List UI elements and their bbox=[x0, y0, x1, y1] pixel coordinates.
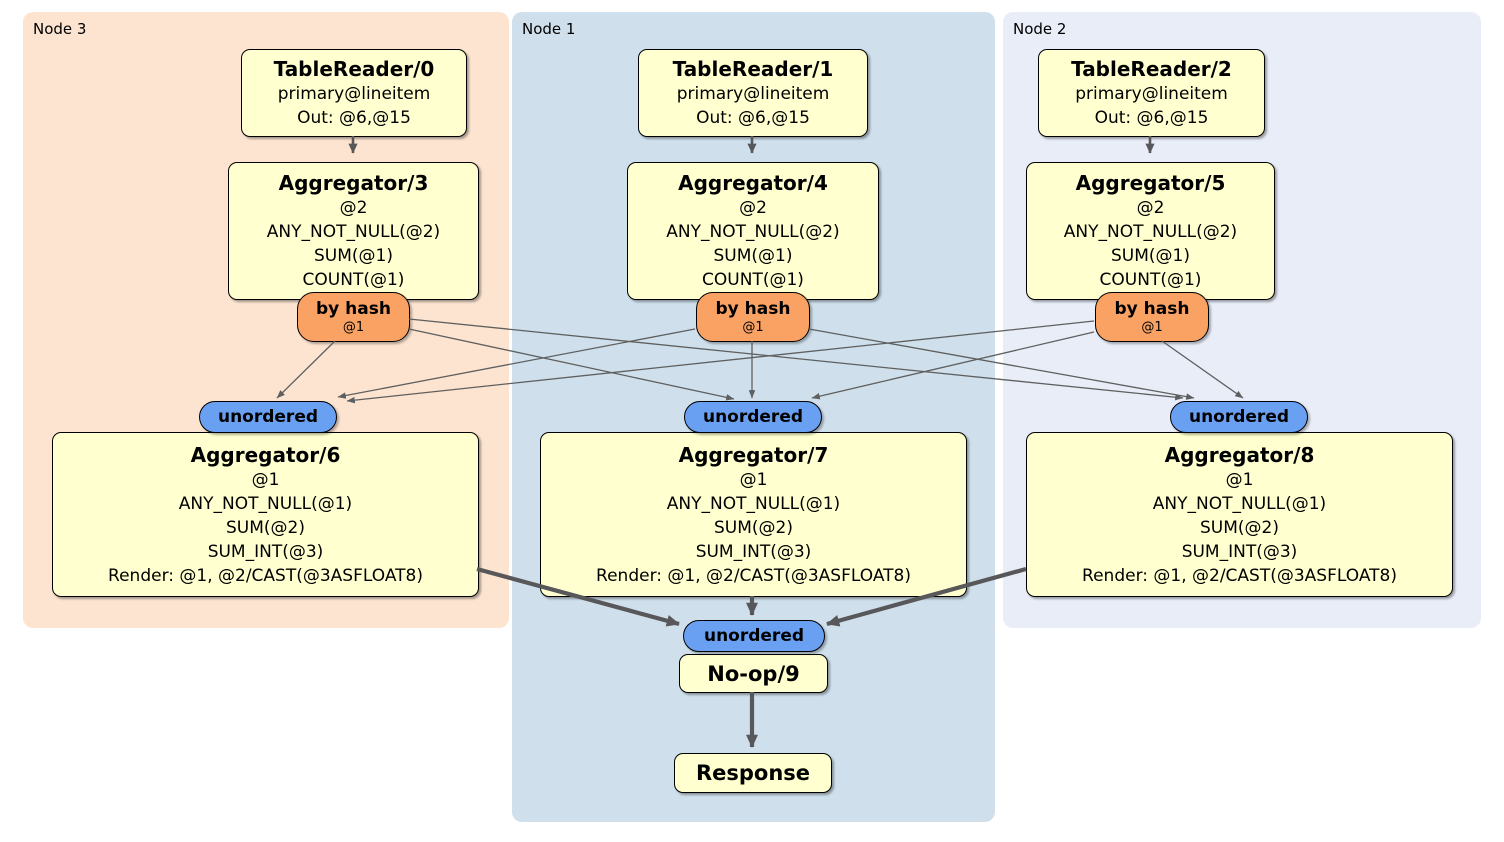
sync-label: unordered bbox=[703, 626, 805, 646]
sync-unordered-6: unordered bbox=[199, 401, 337, 433]
processor-detail: SUM_INT(@3) bbox=[695, 541, 812, 562]
router-label: by hash bbox=[316, 298, 391, 319]
processor-detail: SUM(@1) bbox=[1111, 246, 1190, 266]
processor-detail: ANY_NOT_NULL(@2) bbox=[1063, 222, 1238, 242]
processor-detail: SUM(@2) bbox=[1200, 517, 1279, 538]
processor-detail: COUNT(@1) bbox=[302, 270, 405, 290]
processor-detail: Out: @6,@15 bbox=[696, 108, 810, 128]
processor-detail: Render: @1, @2/CAST(@3ASFLOAT8) bbox=[1082, 565, 1397, 586]
processor-detail: SUM(@1) bbox=[713, 246, 793, 266]
router-by-hash-5: by hash @1 bbox=[1095, 292, 1209, 342]
processor-aggregator-3: Aggregator/3 @2 ANY_NOT_NULL(@2) SUM(@1)… bbox=[228, 162, 479, 300]
processor-detail: @1 bbox=[1225, 469, 1254, 490]
processor-title: Aggregator/7 bbox=[678, 442, 829, 467]
router-detail: @1 bbox=[742, 319, 764, 335]
sync-unordered-7: unordered bbox=[684, 401, 822, 433]
sync-unordered-9: unordered bbox=[683, 620, 825, 652]
region-node-2-label: Node 2 bbox=[1013, 20, 1067, 38]
processor-detail: COUNT(@1) bbox=[702, 270, 804, 290]
processor-detail: primary@lineitem bbox=[277, 84, 431, 104]
processor-title: Aggregator/4 bbox=[678, 171, 828, 195]
router-detail: @1 bbox=[342, 319, 365, 335]
processor-aggregator-4: Aggregator/4 @2 ANY_NOT_NULL(@2) SUM(@1)… bbox=[627, 162, 879, 300]
processor-detail: primary@lineitem bbox=[676, 84, 830, 104]
processor-title: Aggregator/3 bbox=[278, 171, 429, 195]
processor-title: No-op/9 bbox=[707, 661, 800, 686]
processor-detail: SUM_INT(@3) bbox=[1181, 541, 1298, 562]
processor-noop-9: No-op/9 bbox=[679, 654, 828, 693]
processor-title: Aggregator/8 bbox=[1164, 442, 1315, 467]
processor-aggregator-8: Aggregator/8 @1 ANY_NOT_NULL(@1) SUM(@2)… bbox=[1026, 432, 1453, 597]
processor-detail: SUM(@1) bbox=[314, 246, 393, 266]
router-label: by hash bbox=[1114, 298, 1190, 319]
processor-detail: @1 bbox=[739, 469, 768, 490]
processor-title: TableReader/1 bbox=[672, 57, 834, 81]
processor-detail: primary@lineitem bbox=[1075, 84, 1228, 104]
processor-detail: @1 bbox=[251, 469, 280, 490]
processor-detail: ANY_NOT_NULL(@1) bbox=[178, 493, 353, 514]
processor-detail: Out: @6,@15 bbox=[1094, 108, 1209, 128]
processor-detail: @2 bbox=[339, 198, 368, 218]
processor-title: Aggregator/6 bbox=[190, 442, 341, 467]
router-by-hash-3: by hash @1 bbox=[297, 292, 410, 342]
region-node-3-label: Node 3 bbox=[33, 20, 87, 38]
sync-label: unordered bbox=[702, 407, 804, 427]
router-by-hash-4: by hash @1 bbox=[696, 292, 810, 342]
processor-detail: Render: @1, @2/CAST(@3ASFLOAT8) bbox=[596, 565, 911, 586]
processor-detail: COUNT(@1) bbox=[1099, 270, 1202, 290]
processor-detail: SUM(@2) bbox=[714, 517, 793, 538]
router-detail: @1 bbox=[1141, 319, 1163, 335]
processor-title: TableReader/2 bbox=[1071, 57, 1232, 81]
processor-detail: @2 bbox=[739, 198, 767, 218]
processor-detail: @2 bbox=[1136, 198, 1165, 218]
sync-label: unordered bbox=[1188, 407, 1290, 427]
processor-detail: ANY_NOT_NULL(@2) bbox=[266, 222, 441, 242]
sync-label: unordered bbox=[217, 407, 319, 427]
processor-tablereader-2: TableReader/2 primary@lineitem Out: @6,@… bbox=[1038, 49, 1265, 137]
processor-detail: Render: @1, @2/CAST(@3ASFLOAT8) bbox=[108, 565, 423, 586]
processor-title: Response bbox=[695, 761, 811, 785]
region-node-1-label: Node 1 bbox=[522, 20, 576, 38]
processor-tablereader-1: TableReader/1 primary@lineitem Out: @6,@… bbox=[638, 49, 868, 137]
processor-detail: ANY_NOT_NULL(@2) bbox=[666, 222, 840, 242]
router-label: by hash bbox=[715, 298, 791, 319]
processor-detail: ANY_NOT_NULL(@1) bbox=[1152, 493, 1327, 514]
processor-detail: Out: @6,@15 bbox=[297, 108, 411, 128]
processor-tablereader-0: TableReader/0 primary@lineitem Out: @6,@… bbox=[241, 49, 467, 137]
processor-title: Aggregator/5 bbox=[1075, 171, 1226, 195]
processor-detail: ANY_NOT_NULL(@1) bbox=[666, 493, 841, 514]
processor-aggregator-7: Aggregator/7 @1 ANY_NOT_NULL(@1) SUM(@2)… bbox=[540, 432, 967, 597]
processor-detail: SUM_INT(@3) bbox=[207, 541, 324, 562]
processor-detail: SUM(@2) bbox=[226, 517, 305, 538]
response-box: Response bbox=[674, 753, 832, 793]
processor-title: TableReader/0 bbox=[273, 57, 435, 81]
processor-aggregator-6: Aggregator/6 @1 ANY_NOT_NULL(@1) SUM(@2)… bbox=[52, 432, 479, 597]
processor-aggregator-5: Aggregator/5 @2 ANY_NOT_NULL(@2) SUM(@1)… bbox=[1026, 162, 1275, 300]
sync-unordered-8: unordered bbox=[1170, 401, 1308, 433]
